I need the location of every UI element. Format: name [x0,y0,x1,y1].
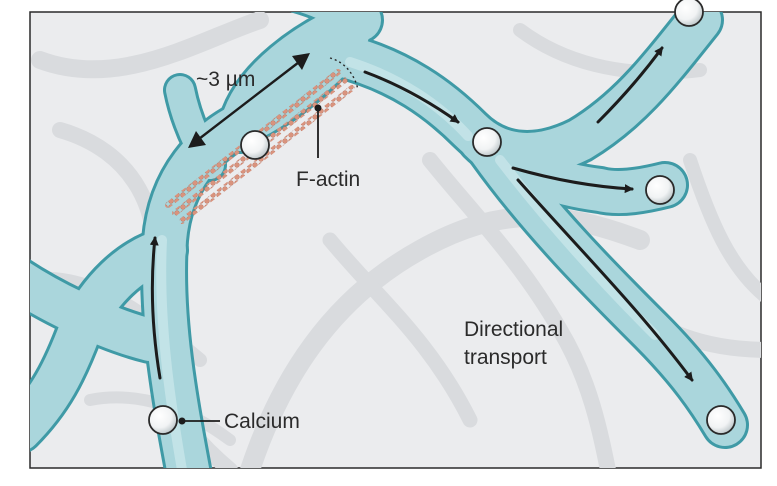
length-measurement-arrow [188,53,310,148]
calcium-particles [148,0,736,435]
length-label: ~3 µm [196,68,255,91]
calcium-particle [472,127,502,157]
hyphae-highlight [156,57,660,468]
transport-label-line1: Directional [464,318,563,341]
calcium-label: Calcium [224,410,300,433]
calcium-particle [706,405,736,435]
calcium-leader [178,417,220,425]
calcium-particle [240,130,270,160]
actin-tip-dotted-line [329,57,359,91]
calcium-particle [645,175,675,205]
calcium-particle [148,405,178,435]
transport-arrows [149,46,694,382]
hyphae-branch-tip-fill [166,76,224,179]
calcium-particle [674,0,704,27]
factin-label: F-actin [296,168,360,191]
transport-label-line2: transport [464,346,547,369]
factin-leader [314,104,322,158]
